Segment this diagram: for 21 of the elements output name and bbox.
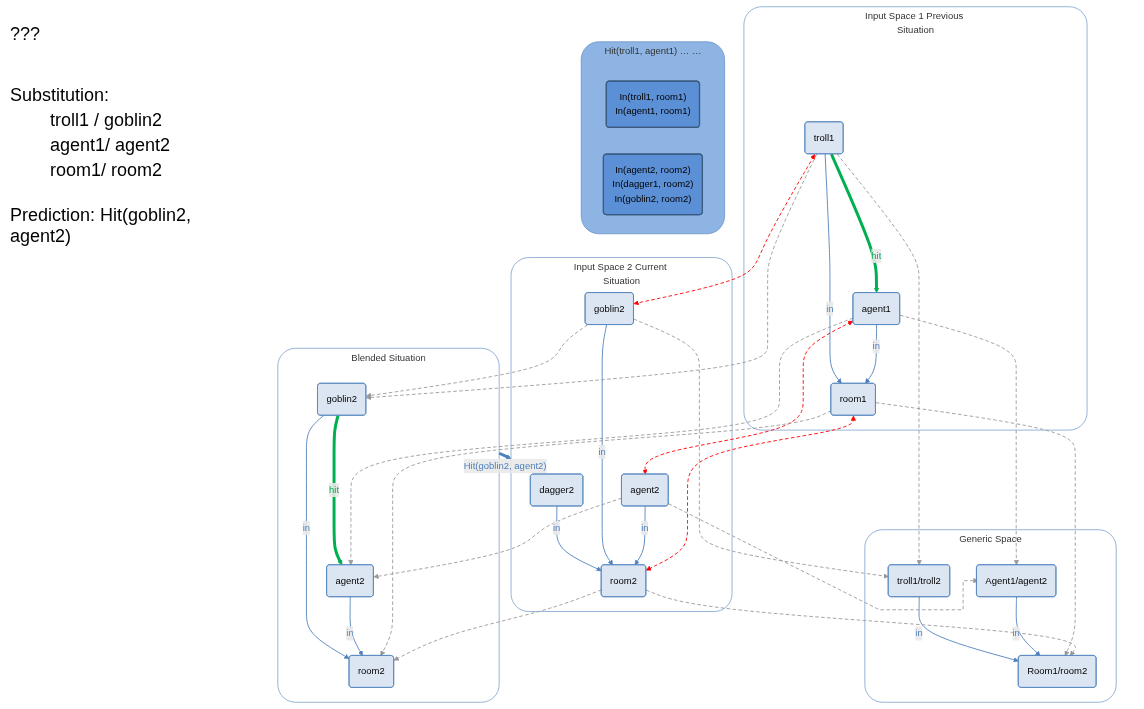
edge-label: in bbox=[1012, 628, 1020, 639]
edge-label: in bbox=[552, 522, 561, 533]
edge-label: in bbox=[641, 522, 649, 533]
arrow bbox=[332, 415, 343, 566]
arrow bbox=[498, 451, 512, 460]
mapping-text: room1/ room2 bbox=[49, 160, 164, 181]
edge-label: in bbox=[302, 522, 311, 533]
mapping-text: troll1 / goblin2 bbox=[49, 110, 164, 131]
edge-label: hit bbox=[329, 484, 340, 495]
mapping-text: agent1/ agent2 bbox=[49, 135, 172, 156]
edge-label: in bbox=[915, 628, 923, 639]
prediction-text: Prediction: Hit(goblin2, agent2) bbox=[10, 205, 193, 247]
edge-label: in bbox=[826, 303, 834, 314]
edge-label: Hit(goblin2, agent2) bbox=[463, 460, 547, 471]
edge-label: in bbox=[598, 446, 606, 457]
heading-text: Substitution: bbox=[10, 85, 111, 106]
arrow bbox=[830, 153, 880, 294]
edge-label: in bbox=[346, 628, 354, 639]
unknown-fact-text: ??? bbox=[10, 24, 42, 45]
edge-label: hit bbox=[871, 250, 882, 261]
edge-label: in bbox=[872, 341, 880, 352]
